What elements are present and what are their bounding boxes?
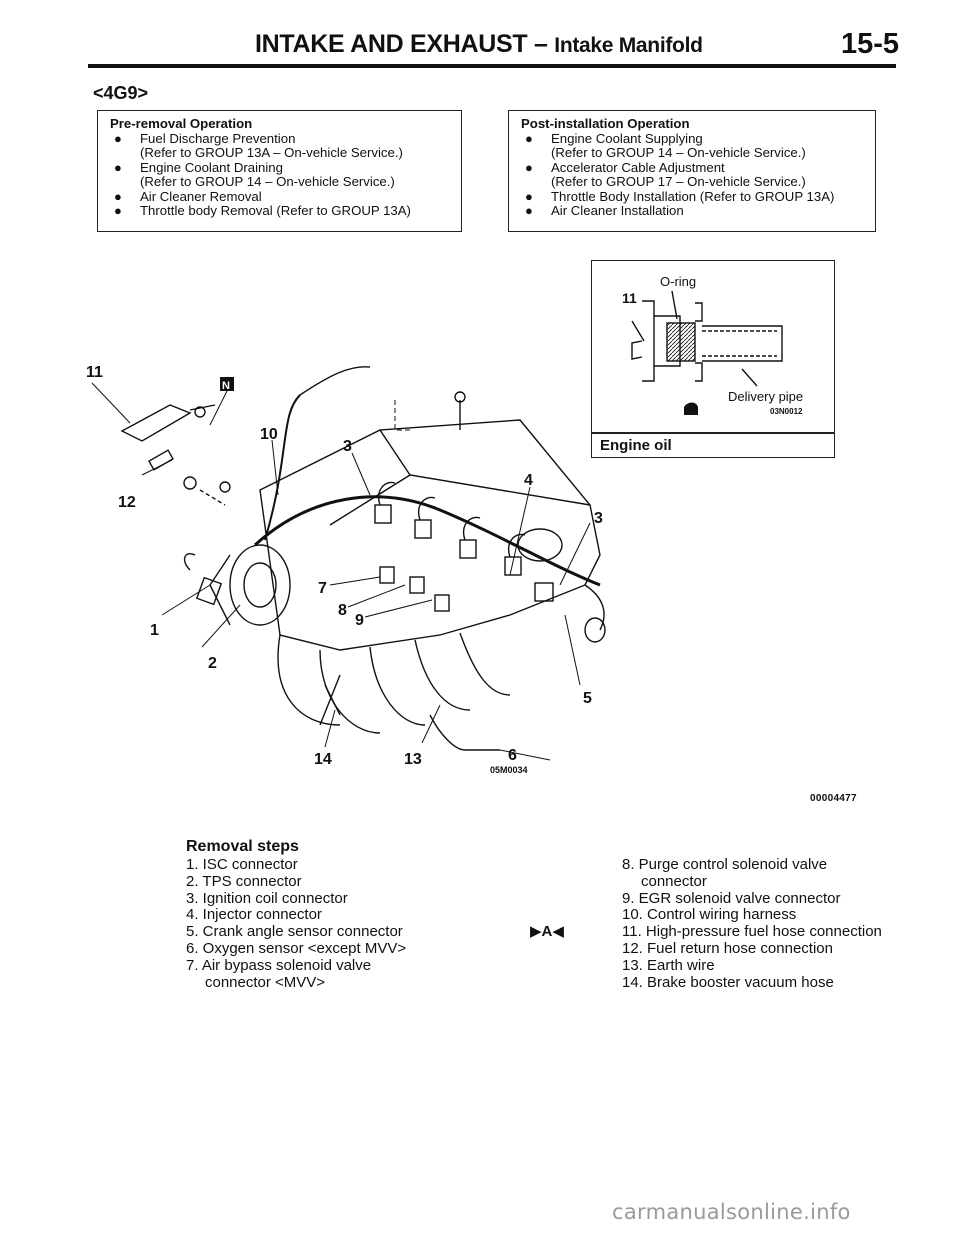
callout-10: 10 xyxy=(260,426,278,443)
callout-n: N xyxy=(222,380,230,392)
delivery-pipe-label: Delivery pipe xyxy=(728,389,803,404)
callout-4: 4 xyxy=(524,472,533,489)
oring-label: O-ring xyxy=(660,274,696,289)
page-number: 15-5 xyxy=(841,28,900,60)
callout-13: 13 xyxy=(404,751,422,768)
bullet-icon: ● xyxy=(525,130,533,146)
inset-caption: Engine oil xyxy=(600,437,672,454)
new-part-marker-icon xyxy=(220,377,234,391)
post-installation-list: ●Engine Coolant Supplying(Refer to GROUP… xyxy=(521,130,867,219)
callout-1: 1 xyxy=(150,622,159,639)
bullet-icon: ● xyxy=(114,159,122,175)
oil-can-icon xyxy=(684,402,698,415)
list-item: 1. ISC connector xyxy=(186,856,298,873)
list-item: ●Throttle Body Installation (Refer to GR… xyxy=(525,188,835,204)
list-item: 14. Brake booster vacuum hose xyxy=(622,973,834,991)
list-item: 5. Crank angle sensor connector xyxy=(186,923,403,941)
list-item: ●Throttle body Removal (Refer to GROUP 1… xyxy=(114,203,411,218)
list-item: 8. Purge control solenoid valve xyxy=(622,856,828,873)
bullet-icon: ● xyxy=(525,188,533,204)
list-item: ●Fuel Discharge Prevention(Refer to GROU… xyxy=(114,130,403,160)
bullet-icon: ● xyxy=(114,188,122,204)
callout-3b: 3 xyxy=(594,510,603,527)
inset-divider xyxy=(591,432,835,434)
figure-code: 05M0034 xyxy=(490,765,528,775)
list-item: 10. Control wiring harness xyxy=(622,906,797,924)
engine-code: <4G9> xyxy=(93,83,149,103)
list-item: ●Air Cleaner Installation xyxy=(525,203,684,218)
callout-14: 14 xyxy=(314,751,332,768)
bullet-icon: ● xyxy=(525,203,533,218)
list-item: ●Air Cleaner Removal xyxy=(114,188,262,204)
pre-removal-list: ●Fuel Discharge Prevention(Refer to GROU… xyxy=(110,130,453,219)
service-point-mark: ▶A◀ xyxy=(530,923,564,941)
page-title-sub: Intake Manifold xyxy=(554,34,703,57)
list-item: 7. Air bypass solenoid valve xyxy=(186,956,372,974)
pre-removal-box: Pre-removal Operation ●Fuel Discharge Pr… xyxy=(97,110,462,232)
page-title: INTAKE AND EXHAUST – Intake Manifold xyxy=(255,30,703,59)
list-item: 12. Fuel return hose connection xyxy=(622,939,833,957)
bullet-icon: ● xyxy=(114,203,122,218)
post-installation-title: Post-installation Operation xyxy=(521,116,690,131)
list-item: ●Accelerator Cable Adjustment(Refer to G… xyxy=(525,159,806,189)
list-item: ▶A◀11. High-pressure fuel hose connectio… xyxy=(530,923,882,941)
callout-7: 7 xyxy=(318,580,327,597)
list-item-continued: connector xyxy=(641,872,707,890)
removal-steps-title: Removal steps xyxy=(186,838,299,855)
list-item: 3. Ignition coil connector xyxy=(186,889,348,907)
oring-detail-inset: O-ring 11 Delivery pipe 03N0012 xyxy=(591,260,835,458)
pre-removal-title: Pre-removal Operation xyxy=(110,116,253,131)
list-item: 4. Injector connector xyxy=(186,906,322,924)
bullet-icon: ● xyxy=(114,130,122,146)
callout-5: 5 xyxy=(583,690,592,707)
oring-detail-drawing: O-ring 11 Delivery pipe 03N0012 xyxy=(622,274,803,416)
post-installation-box: Post-installation Operation ●Engine Cool… xyxy=(508,110,876,232)
page-title-main: INTAKE AND EXHAUST – xyxy=(255,30,548,58)
list-item: ●Engine Coolant Draining(Refer to GROUP … xyxy=(114,159,395,189)
watermark: carmanualsonline.info xyxy=(612,1200,851,1224)
list-item: ●Engine Coolant Supplying(Refer to GROUP… xyxy=(525,130,806,160)
bullet-icon: ● xyxy=(525,159,533,175)
list-item: 13. Earth wire xyxy=(622,956,715,974)
removal-steps-right: 8. Purge control solenoid valve connecto… xyxy=(530,856,882,991)
list-item: 9. EGR solenoid valve connector xyxy=(622,889,841,907)
callout-11: 11 xyxy=(86,364,103,381)
callout-8: 8 xyxy=(338,602,347,619)
callout-6: 6 xyxy=(508,747,517,764)
list-item: 2. TPS connector xyxy=(186,872,302,890)
inset-part-label: 11 xyxy=(622,290,637,306)
header-rule xyxy=(88,64,896,68)
inset-code: 03N0012 xyxy=(770,407,803,416)
callout-12: 12 xyxy=(118,494,136,511)
removal-steps-left: 1. ISC connector 2. TPS connector 3. Ign… xyxy=(186,856,407,991)
list-item-continued: connector <MVV> xyxy=(205,973,326,991)
list-item: 6. Oxygen sensor <except MVV> xyxy=(186,939,407,957)
callout-3: 3 xyxy=(343,438,352,455)
callout-9: 9 xyxy=(355,612,364,629)
figure-number: 00004477 xyxy=(810,793,857,804)
intake-manifold-diagram: 11 N 10 3 4 3 12 7 8 9 1 2 5 14 13 6 05M… xyxy=(86,364,606,775)
callout-2: 2 xyxy=(208,655,217,672)
